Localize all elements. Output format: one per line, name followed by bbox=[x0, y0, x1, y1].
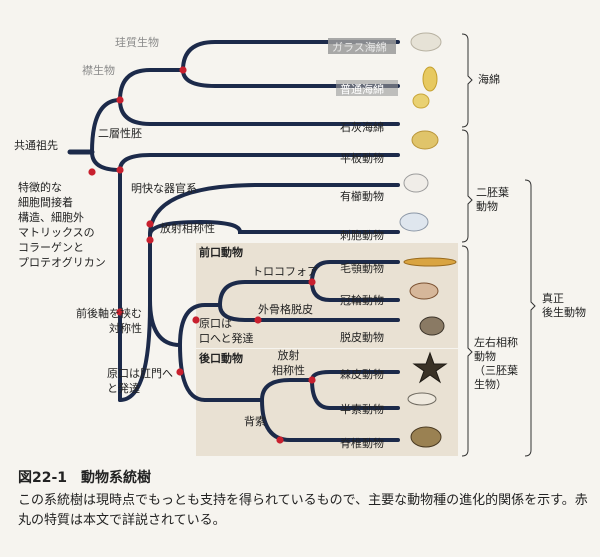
node-label-deut-radial: 放射 相称性 bbox=[272, 349, 305, 377]
node-ecdy bbox=[254, 316, 262, 324]
node-deut-radial bbox=[308, 376, 316, 384]
bracket-label-diploblasts: 二胚葉 動物 bbox=[476, 186, 509, 213]
hemichordate-illustration bbox=[407, 392, 437, 406]
arthropod-illustration bbox=[419, 316, 445, 336]
figure-caption-text: この系統樹は現時点でもっとも支持を得られているもので、主要な動物種の進化的関係を… bbox=[18, 493, 588, 528]
node-label-blastopore-anus: 原口は肛門へ と発達 bbox=[107, 367, 173, 395]
demosponge-illustration bbox=[422, 66, 438, 92]
branch-chaeto bbox=[310, 260, 400, 284]
bracket-label-eumetazoa: 真正 後生動物 bbox=[542, 292, 586, 319]
taxon-chaetognatha: 毛顎動物 bbox=[340, 262, 384, 275]
node-siliceous bbox=[179, 66, 187, 74]
root-trait-label: 特徴的な 細胞間接着 構造、細胞外 マトリックスの コラーゲンと プロテオグリカ… bbox=[18, 181, 106, 269]
branch-bilat-link bbox=[148, 298, 182, 347]
branch-siliceous bbox=[118, 68, 185, 102]
branch-deut bbox=[178, 343, 207, 402]
taxon-chordata: 脊椎動物 bbox=[340, 437, 384, 450]
taxon-hemichordata: 半索動物 bbox=[340, 403, 384, 416]
taxon-calcareous-sponge: 石灰海綿 bbox=[340, 121, 384, 134]
node-label-siliceous: 珪質生物 bbox=[115, 36, 159, 49]
figure-caption-title: 図22-1 動物系統樹 bbox=[18, 467, 151, 487]
branch-hemi bbox=[310, 378, 400, 410]
node-label-notochord: 背索 bbox=[244, 415, 266, 428]
node-label-trochophore: トロコフォア bbox=[252, 265, 318, 278]
branch-proto-split bbox=[218, 280, 314, 307]
taxon-placozoa: 平板動物 bbox=[340, 152, 384, 165]
taxon-cnidaria: 刺胞動物 bbox=[340, 229, 384, 242]
taxon-ecdysozoa: 脱皮動物 bbox=[340, 331, 384, 344]
bracket-sponges bbox=[461, 33, 473, 128]
root-label: 共通祖先 bbox=[14, 139, 58, 152]
bracket-label-bilateria: 左右相称 動物 （三胚葉 生物） bbox=[474, 336, 518, 391]
branch-proto bbox=[178, 303, 222, 347]
demosponge-label-bg bbox=[336, 80, 398, 96]
node-radial bbox=[146, 220, 154, 228]
node-label-ecdysis: 外骨格脱皮 bbox=[258, 303, 313, 316]
chaetognath-illustration bbox=[403, 257, 457, 267]
node-label-bilateral-axis: 前後軸を挟む 対称性 bbox=[76, 307, 142, 335]
node-label-choanozoa: 襟生物 bbox=[82, 64, 115, 77]
ctenophore-illustration bbox=[403, 173, 429, 193]
node-choano bbox=[116, 96, 124, 104]
branch-ambul bbox=[260, 378, 314, 402]
group-label-protostome: 前口動物 bbox=[199, 246, 243, 259]
taxon-glass-sponge: ガラス海綿 bbox=[332, 41, 387, 54]
figure-number: 図22-1 bbox=[18, 470, 68, 486]
bracket-bilateria bbox=[461, 245, 473, 457]
bracket-eumetazoa bbox=[524, 179, 536, 457]
cnidarian-illustration bbox=[399, 212, 429, 232]
node-label-blastopore-mouth: 原口は 口へと発達 bbox=[199, 317, 254, 345]
taxon-demosponge: 普通海綿 bbox=[340, 83, 384, 96]
bracket-diploblasts bbox=[461, 129, 473, 243]
node-diplo bbox=[116, 166, 124, 174]
placozoa-illustration bbox=[411, 130, 439, 150]
calcareous-sponge-illustration bbox=[412, 93, 430, 109]
branch-glass bbox=[181, 40, 400, 72]
node-label-organ-system: 明快な器官系 bbox=[131, 182, 197, 195]
node-mouth bbox=[192, 316, 200, 324]
node-label-diploblast: 二層性胚 bbox=[98, 127, 142, 140]
group-label-deuterostome: 後口動物 bbox=[199, 352, 243, 365]
figure-title: 動物系統樹 bbox=[81, 470, 152, 486]
branch-eumeta-stem bbox=[90, 150, 122, 172]
bracket-label-sponges: 海綿 bbox=[478, 73, 500, 86]
node-notochord bbox=[276, 436, 284, 444]
node-root-trait bbox=[88, 168, 96, 176]
node-organ bbox=[146, 236, 154, 244]
echinoderm-illustration bbox=[412, 351, 448, 384]
annelid-illustration bbox=[409, 282, 439, 300]
node-bilateral bbox=[116, 308, 124, 316]
taxon-echinodermata: 棘皮動物 bbox=[340, 368, 384, 381]
taxon-ctenophora: 有櫛動物 bbox=[340, 190, 384, 203]
tree-canvas bbox=[67, 32, 536, 457]
glass-sponge-illustration bbox=[410, 32, 442, 52]
node-trocho bbox=[308, 278, 316, 286]
branch-ecdy bbox=[218, 303, 400, 322]
node-anus bbox=[176, 368, 184, 376]
branch-calc bbox=[118, 98, 400, 126]
taxon-lophotrochozoa: 冠輪動物 bbox=[340, 294, 384, 307]
branch-chordate bbox=[260, 398, 400, 442]
branch-choano bbox=[90, 98, 122, 154]
glass-sponge-label-bg bbox=[328, 38, 396, 54]
node-label-radial-symmetry: 放射相称性 bbox=[160, 222, 215, 235]
branch-cnid bbox=[148, 219, 400, 237]
chordate-illustration bbox=[410, 426, 442, 448]
